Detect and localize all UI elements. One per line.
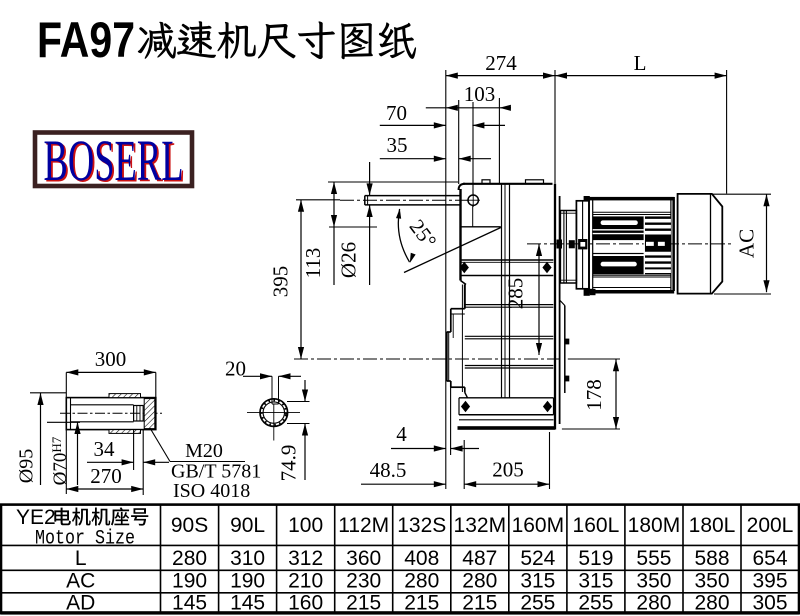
svg-text:255: 255 xyxy=(520,592,555,615)
svg-text:48.5: 48.5 xyxy=(370,458,407,482)
svg-text:160: 160 xyxy=(288,592,323,615)
svg-text:180M: 180M xyxy=(628,514,681,537)
svg-text:20: 20 xyxy=(225,357,246,381)
svg-text:395: 395 xyxy=(752,570,787,593)
svg-text:132S: 132S xyxy=(397,514,446,537)
svg-text:BOSERL: BOSERL xyxy=(45,129,185,194)
svg-text:210: 210 xyxy=(288,570,323,593)
svg-text:90L: 90L xyxy=(230,514,265,537)
svg-text:274: 274 xyxy=(485,51,517,75)
svg-text:215: 215 xyxy=(346,592,381,615)
svg-text:200L: 200L xyxy=(747,514,794,537)
svg-text:178: 178 xyxy=(582,379,606,411)
svg-text:AC: AC xyxy=(735,229,759,258)
svg-text:FA97: FA97 xyxy=(37,12,135,68)
svg-text:L: L xyxy=(634,51,647,75)
svg-text:315: 315 xyxy=(520,570,555,593)
svg-text:AC: AC xyxy=(66,570,95,593)
svg-text:280: 280 xyxy=(462,570,497,593)
svg-text:112M: 112M xyxy=(338,514,389,537)
svg-text:GB/T 5781: GB/T 5781 xyxy=(171,461,261,483)
svg-text:300: 300 xyxy=(95,347,127,371)
svg-text:AD: AD xyxy=(66,592,95,615)
svg-text:145: 145 xyxy=(230,592,265,615)
svg-text:4: 4 xyxy=(396,422,407,446)
svg-text:408: 408 xyxy=(404,547,439,570)
svg-text:M20: M20 xyxy=(185,440,223,462)
svg-text:230: 230 xyxy=(346,570,381,593)
svg-text:280: 280 xyxy=(404,570,439,593)
svg-text:BOSERL: BOSERL xyxy=(44,128,184,193)
svg-text:103: 103 xyxy=(464,82,496,106)
svg-text:190: 190 xyxy=(230,570,265,593)
svg-text:270: 270 xyxy=(90,464,122,488)
svg-text:285: 285 xyxy=(504,278,528,310)
svg-text:25°: 25° xyxy=(405,215,442,253)
svg-text:160L: 160L xyxy=(573,514,620,537)
svg-text:190: 190 xyxy=(172,570,207,593)
svg-text:205: 205 xyxy=(492,458,524,482)
svg-text:145: 145 xyxy=(172,592,207,615)
svg-text:395: 395 xyxy=(269,266,293,298)
svg-text:315: 315 xyxy=(578,570,613,593)
svg-text:100: 100 xyxy=(288,514,323,537)
svg-text:360: 360 xyxy=(346,547,381,570)
svg-text:519: 519 xyxy=(578,547,613,570)
svg-text:74.9: 74.9 xyxy=(277,445,301,482)
svg-text:113: 113 xyxy=(301,248,325,279)
svg-text:Ø70H7: Ø70H7 xyxy=(49,436,71,485)
svg-text:280: 280 xyxy=(172,547,207,570)
svg-text:35: 35 xyxy=(387,133,408,157)
svg-text:280: 280 xyxy=(694,592,729,615)
svg-text:350: 350 xyxy=(694,570,729,593)
svg-text:34: 34 xyxy=(94,437,116,461)
svg-text:70: 70 xyxy=(386,101,407,125)
svg-text:555: 555 xyxy=(636,547,671,570)
svg-text:Motor Size: Motor Size xyxy=(35,528,135,551)
svg-text:305: 305 xyxy=(752,592,787,615)
svg-text:350: 350 xyxy=(636,570,671,593)
svg-text:280: 280 xyxy=(636,592,671,615)
svg-text:180L: 180L xyxy=(689,514,736,537)
svg-text:487: 487 xyxy=(462,547,497,570)
svg-text:312: 312 xyxy=(288,547,323,570)
svg-text:310: 310 xyxy=(230,547,265,570)
svg-text:255: 255 xyxy=(578,592,613,615)
svg-text:654: 654 xyxy=(752,547,787,570)
svg-text:160M: 160M xyxy=(512,514,565,537)
svg-text:524: 524 xyxy=(520,547,555,570)
svg-text:ISO 4018: ISO 4018 xyxy=(173,480,250,502)
svg-text:132M: 132M xyxy=(454,514,507,537)
svg-text:215: 215 xyxy=(404,592,439,615)
svg-text:YE2: YE2 xyxy=(16,506,56,529)
svg-text:90S: 90S xyxy=(171,514,208,537)
svg-text:588: 588 xyxy=(694,547,729,570)
svg-text:Ø95: Ø95 xyxy=(16,449,38,483)
svg-text:L: L xyxy=(75,547,87,570)
svg-text:Ø26: Ø26 xyxy=(337,242,361,278)
svg-text:215: 215 xyxy=(462,592,497,615)
